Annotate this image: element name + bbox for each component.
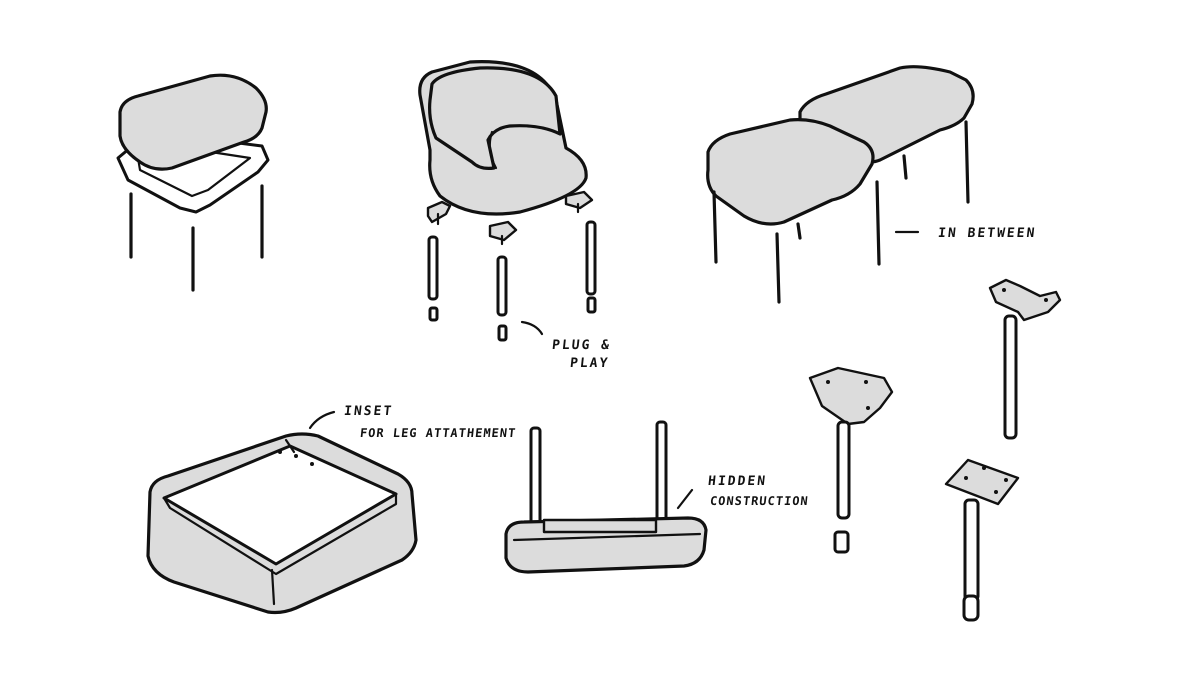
construction-leg (529, 426, 542, 538)
corner-plate-leg-sketch (808, 366, 894, 554)
inner-frame (542, 518, 658, 534)
square-plate-leg-sketch (944, 458, 1020, 622)
leg-plug (586, 296, 597, 314)
stool-sketch (116, 73, 270, 292)
bench-sketch (706, 65, 975, 304)
bench-cushion-front (706, 118, 875, 226)
inset-label-line1: INSET (343, 404, 394, 419)
bench-leg (712, 190, 718, 264)
construction-leg (655, 420, 668, 532)
bench-leg (796, 222, 802, 240)
bench-leg (875, 180, 881, 266)
hidden-construction-sketch (504, 420, 708, 574)
in-between-label: IN BETWEEN (937, 226, 1038, 241)
u-bracket-leg (1003, 314, 1018, 440)
plug-play-leader (520, 320, 544, 336)
u-bracket-leg-sketch (988, 278, 1062, 440)
leg-bracket (564, 190, 594, 210)
hidden-leader (676, 488, 694, 510)
cushion-inset-sketch (146, 410, 418, 615)
hidden-label-line1: HIDDEN (707, 474, 768, 489)
armchair-sketch (418, 60, 597, 342)
corner-plate (808, 366, 894, 426)
plug-play-label-line2: PLAY (569, 356, 611, 371)
armchair-leg (496, 255, 508, 317)
leg-foot (833, 530, 850, 554)
leg-bracket (488, 220, 518, 242)
armchair-leg (585, 220, 597, 296)
inset-label-line2: FOR LEG ATTATHEMENT (359, 426, 518, 440)
leg-plug (497, 324, 508, 342)
square-plate-leg (963, 498, 980, 602)
square-plate (944, 458, 1020, 506)
armchair-leg (427, 235, 439, 301)
bench-leg (902, 154, 908, 180)
leg-plug (428, 306, 439, 322)
stool-cushion (118, 73, 268, 171)
bench-leg (964, 120, 970, 204)
corner-plate-leg (836, 420, 851, 520)
leg-bracket (426, 200, 452, 224)
armchair-backrest (428, 66, 562, 170)
inset-leader (308, 410, 336, 430)
plug-play-label-line1: PLUG & (551, 338, 612, 353)
leg-foot (962, 594, 980, 622)
hidden-label-line2: CONSTRUCTION (709, 494, 810, 508)
bench-leg (775, 232, 781, 304)
u-bracket (988, 278, 1062, 322)
